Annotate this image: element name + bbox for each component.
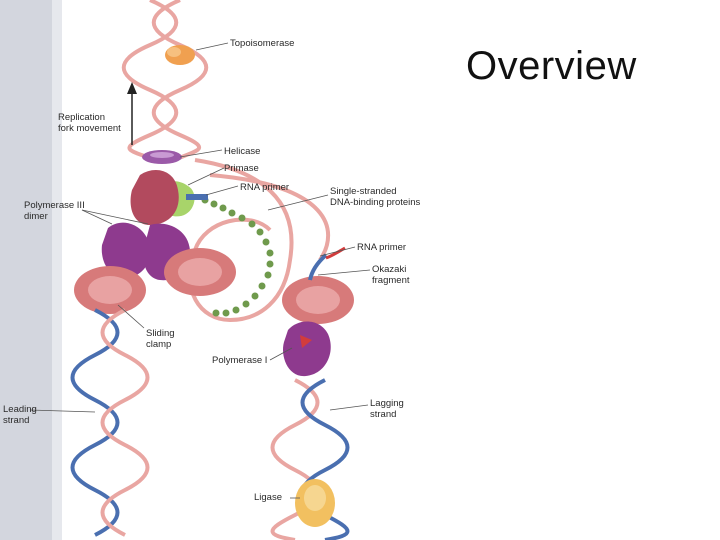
sliding-clamp-left bbox=[74, 266, 146, 314]
label-ssb-proteins: Single-stranded DNA-binding proteins bbox=[330, 186, 421, 208]
dna-replication-figure: Topoisomerase Replication fork movement … bbox=[0, 0, 421, 540]
replication-diagram-svg bbox=[0, 0, 371, 540]
label-okazaki-fragment: Okazaki fragment bbox=[372, 264, 410, 286]
helicase-shape bbox=[142, 150, 182, 164]
page-edge bbox=[0, 0, 60, 540]
leader-lines bbox=[29, 149, 371, 499]
sliding-clamp-middle bbox=[164, 248, 236, 296]
lagging-strand-duplex bbox=[270, 378, 350, 540]
okazaki-fragment-shape bbox=[308, 253, 328, 281]
label-sliding-clamp: Sliding clamp bbox=[146, 328, 175, 350]
label-polymerase-iii-dimer: Polymerase III dimer bbox=[24, 200, 85, 222]
slide-title: Overview bbox=[466, 44, 637, 88]
label-lagging-strand: Lagging strand bbox=[370, 398, 404, 420]
label-ligase: Ligase bbox=[254, 492, 282, 503]
label-polymerase-i: Polymerase I bbox=[212, 355, 268, 366]
sliding-clamp-right bbox=[282, 276, 354, 324]
parental-dna-duplex bbox=[121, 0, 209, 162]
label-rna-primer-top: RNA primer bbox=[240, 182, 290, 193]
label-primase: Primase bbox=[224, 163, 259, 174]
polymerase-i-shape bbox=[282, 321, 331, 377]
leading-strand-duplex bbox=[70, 308, 150, 537]
lagging-template-loop bbox=[188, 158, 294, 323]
label-replication-fork-movement: Replication fork movement bbox=[58, 112, 121, 134]
rna-primer-lagging-shape bbox=[325, 246, 346, 260]
ligase-shape bbox=[295, 479, 335, 527]
fork-movement-arrow bbox=[127, 82, 137, 145]
label-leading-strand: Leading strand bbox=[3, 404, 37, 426]
label-rna-primer-lagging: RNA primer bbox=[357, 242, 407, 253]
label-topoisomerase: Topoisomerase bbox=[230, 38, 295, 49]
label-helicase: Helicase bbox=[224, 146, 261, 157]
topoisomerase-shape bbox=[165, 45, 195, 65]
